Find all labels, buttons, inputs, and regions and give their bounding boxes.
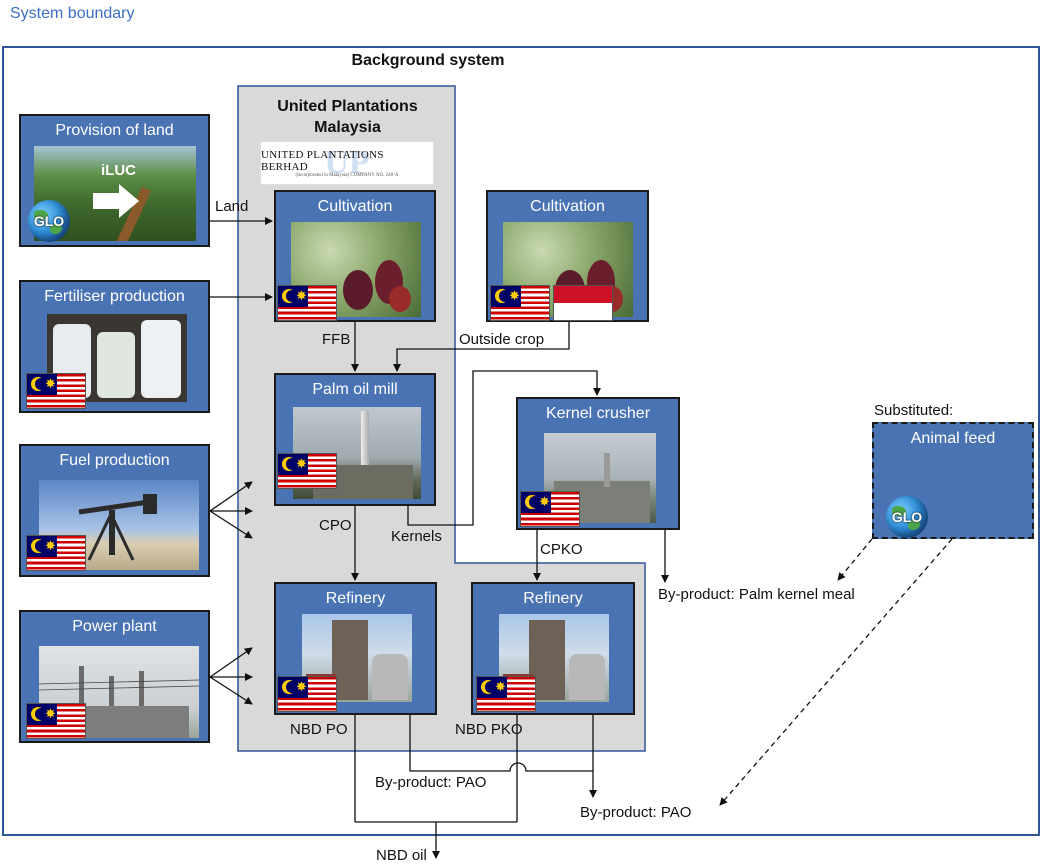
node-cultivation-outside: Cultivation ✸ — [486, 190, 649, 322]
fruit-shape — [343, 270, 373, 310]
malaysia-flag-icon: ✸ — [520, 491, 580, 527]
node-animal-feed: Animal feed GLO — [872, 422, 1034, 539]
background-system-title: Background system — [351, 52, 505, 69]
node-title: Animal feed — [910, 430, 996, 447]
tank-shape — [569, 654, 605, 700]
node-cultivation-up: Cultivation ✸ — [274, 190, 436, 322]
globe-icon: GLO — [886, 496, 928, 538]
flow-label-nbd-pko: NBD PKO — [455, 721, 523, 738]
malaysia-flag-icon: ✸ — [490, 285, 550, 321]
flow-label-outside-crop: Outside crop — [459, 331, 545, 348]
node-title: Refinery — [523, 590, 583, 607]
node-title: Provision of land — [55, 122, 174, 139]
flow-label-ffb: FFB — [322, 331, 351, 348]
node-fuel-production: Fuel production ✸ — [19, 444, 210, 577]
node-title: Cultivation — [317, 198, 393, 215]
node-palm-oil-mill: Palm oil mill ✸ — [274, 373, 436, 506]
flow-label-kernels: Kernels — [391, 528, 442, 545]
node-title: Cultivation — [530, 198, 605, 215]
iluc-arrow-icon — [93, 184, 139, 218]
flow-label-palm-kernel-meal: By-product: Palm kernel meal — [658, 586, 855, 603]
chimney-shape — [361, 411, 369, 481]
malaysia-flag-icon: ✸ — [277, 285, 337, 321]
company-logo-text: UNITED PLANTATIONS BERHAD — [261, 148, 384, 173]
malaysia-flag-icon: ✸ — [277, 676, 337, 712]
globe-label: GLO — [33, 213, 65, 229]
pumpjack-icon — [78, 494, 157, 561]
node-power-plant: Power plant ✸ — [19, 610, 210, 743]
malaysia-flag-icon: ✸ — [26, 535, 86, 571]
chimney-shape — [604, 453, 610, 487]
flow-label-land: Land — [215, 198, 249, 215]
malaysia-flag-icon: ✸ — [26, 703, 86, 739]
tank-shape — [372, 654, 408, 700]
malaysia-flag-icon: ✸ — [277, 453, 337, 489]
bag-shape — [141, 320, 181, 398]
flow-label-cpko: CPKO — [540, 541, 583, 558]
company-logo: UP UNITED PLANTATIONS BERHAD (Incorporat… — [260, 141, 434, 185]
fruit-shape — [389, 286, 411, 312]
company-title-line2: Malaysia — [314, 119, 381, 136]
node-title: Fuel production — [59, 452, 170, 469]
system-boundary — [2, 46, 1040, 836]
node-fertiliser-production: Fertiliser production ✸ — [19, 280, 210, 413]
substituted-label: Substituted: — [874, 402, 954, 419]
company-title-line1: United Plantations — [277, 98, 418, 115]
refinery-photo — [302, 614, 412, 702]
system-boundary-label: System boundary — [10, 5, 135, 22]
indonesia-flag-icon — [553, 285, 613, 321]
globe-label: GLO — [891, 509, 923, 525]
node-title: Kernel crusher — [545, 405, 651, 422]
node-kernel-crusher: Kernel crusher ✸ — [516, 397, 680, 530]
node-refinery-po: Refinery ✸ — [274, 582, 437, 715]
bag-shape — [97, 332, 135, 398]
flow-label-cpo: CPO — [319, 517, 352, 534]
malaysia-flag-icon: ✸ — [476, 676, 536, 712]
company-logo-mark: UP — [324, 144, 370, 181]
malaysia-flag-icon: ✸ — [26, 373, 86, 409]
node-refinery-pko: Refinery ✸ — [471, 582, 635, 715]
company-logo-subtext: (Incorporated in Malaysia) COMPANY NO. 2… — [295, 172, 399, 178]
node-title: Power plant — [72, 618, 157, 635]
flow-label-nbd-po: NBD PO — [290, 721, 348, 738]
flow-label-pao-right: By-product: PAO — [580, 804, 692, 821]
tower-shape — [332, 620, 368, 700]
flow-label-pao-left: By-product: PAO — [375, 774, 487, 791]
node-title: Fertiliser production — [44, 288, 185, 305]
flow-label-nbd-oil: NBD oil — [376, 847, 427, 864]
globe-icon: GLO — [28, 200, 70, 242]
iluc-label: iLUC — [101, 162, 136, 179]
node-title: Palm oil mill — [312, 381, 398, 398]
node-provision-of-land: Provision of land iLUC GLO — [19, 114, 210, 247]
node-title: Refinery — [325, 590, 386, 607]
